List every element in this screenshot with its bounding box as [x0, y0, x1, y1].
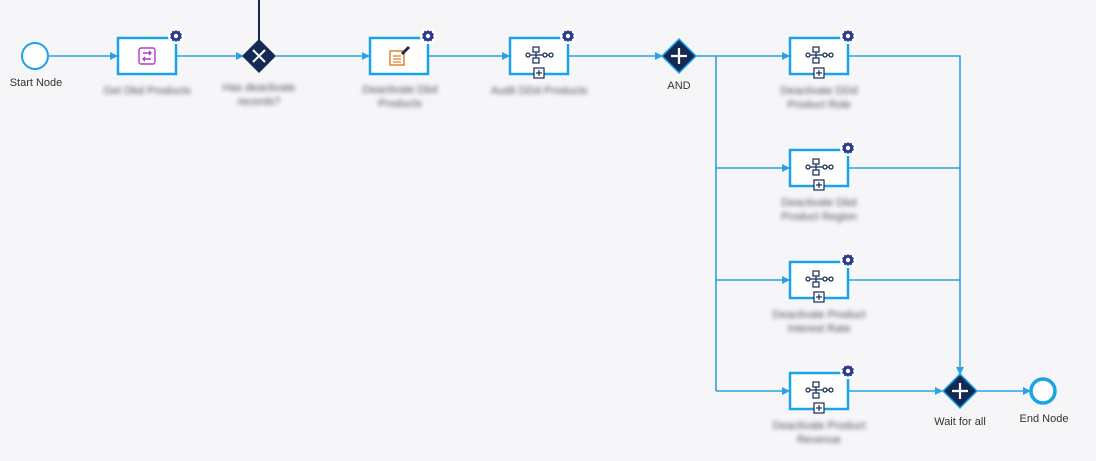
gear-icon[interactable]	[840, 363, 856, 379]
exclusive-gateway[interactable]	[242, 39, 276, 73]
subprocess-branch4[interactable]	[788, 363, 856, 414]
parallel-gateway-and[interactable]	[660, 37, 698, 75]
subprocess-branch2[interactable]	[788, 140, 856, 191]
script-task-icon	[138, 47, 156, 65]
subprocess-branch1[interactable]	[788, 28, 856, 79]
end-node-label: End Node	[1019, 413, 1069, 425]
x-icon	[252, 49, 266, 63]
and-gateway-label: AND	[667, 80, 691, 92]
plus-icon	[952, 383, 968, 399]
expand-plus-icon[interactable]	[813, 179, 825, 191]
task-get-products[interactable]	[116, 28, 184, 76]
task-deactivate-products[interactable]	[368, 28, 436, 76]
gear-icon[interactable]	[840, 140, 856, 156]
branch2-label: Deactivate Dbd Product Region	[781, 197, 857, 223]
expand-plus-icon[interactable]	[533, 67, 545, 79]
expand-plus-icon[interactable]	[813, 67, 825, 79]
gear-icon[interactable]	[840, 252, 856, 268]
branch4-label: Deactivate Product Revenue	[772, 420, 866, 446]
branch3-label: Deactivate Product Interest Rate	[772, 309, 866, 335]
join-gateway-label: Wait for all	[934, 416, 986, 428]
edit-form-icon	[389, 46, 410, 66]
gear-icon[interactable]	[840, 28, 856, 44]
expand-plus-icon[interactable]	[813, 291, 825, 303]
flow-branch1-to-join	[849, 55, 964, 375]
start-event-circle[interactable]	[21, 42, 49, 70]
xor-gateway-label: Has deactivate records?	[222, 82, 296, 108]
get-products-label: Get Dbd Products	[103, 85, 191, 97]
sequence-flows	[49, 52, 1031, 395]
gear-icon[interactable]	[560, 28, 576, 44]
deactivate-products-label: Deactivate Dbd Products	[362, 84, 438, 110]
subprocess-audit-products[interactable]	[508, 28, 576, 79]
subprocess-branch3[interactable]	[788, 252, 856, 303]
parallel-gateway-join[interactable]	[941, 372, 979, 410]
start-node-label: Start Node	[9, 77, 63, 89]
branch1-label: Deactivate DDd Product Role	[780, 85, 858, 111]
gear-icon[interactable]	[420, 28, 436, 44]
plus-icon	[671, 48, 687, 64]
audit-products-label: Audit DDd Products	[490, 85, 588, 97]
end-event-circle[interactable]	[1029, 377, 1057, 405]
expand-plus-icon[interactable]	[813, 402, 825, 414]
gear-icon[interactable]	[168, 28, 184, 44]
